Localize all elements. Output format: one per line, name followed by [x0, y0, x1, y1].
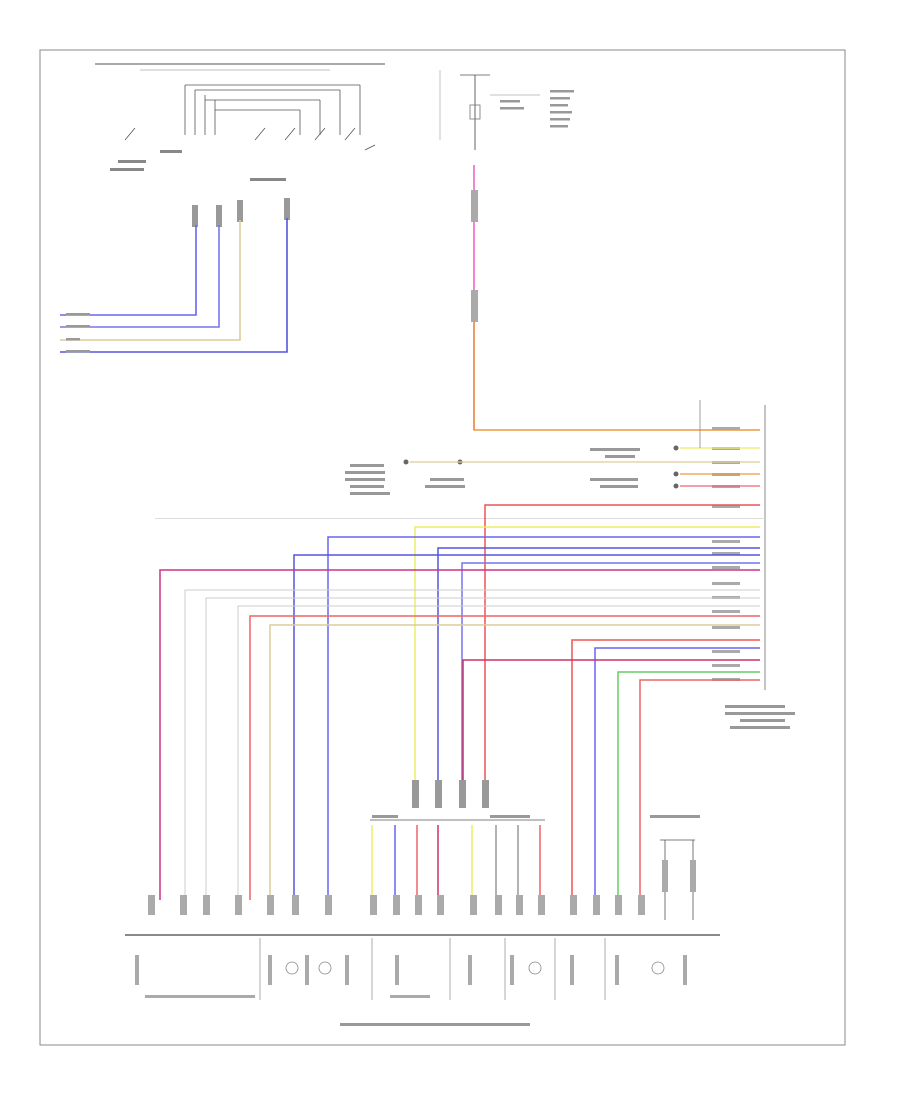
main-harness — [155, 504, 765, 900]
switch-cluster-middle — [345, 400, 760, 495]
sensor-component-far-right — [650, 815, 700, 920]
bottom-connector-stubs — [148, 895, 645, 915]
switch-assembly-top-left — [95, 63, 385, 181]
harness-top-left — [60, 218, 288, 353]
connector-stubs-top-left — [192, 198, 290, 227]
diagram-frame — [39, 49, 846, 1046]
harness-top-left-tags — [66, 313, 90, 353]
junction-connectors — [370, 780, 545, 900]
transmission-module-bottom — [125, 934, 720, 1026]
harness-light-wires — [184, 589, 760, 900]
power-feed-wire — [471, 165, 760, 431]
fuse-block-top-center — [439, 70, 574, 150]
